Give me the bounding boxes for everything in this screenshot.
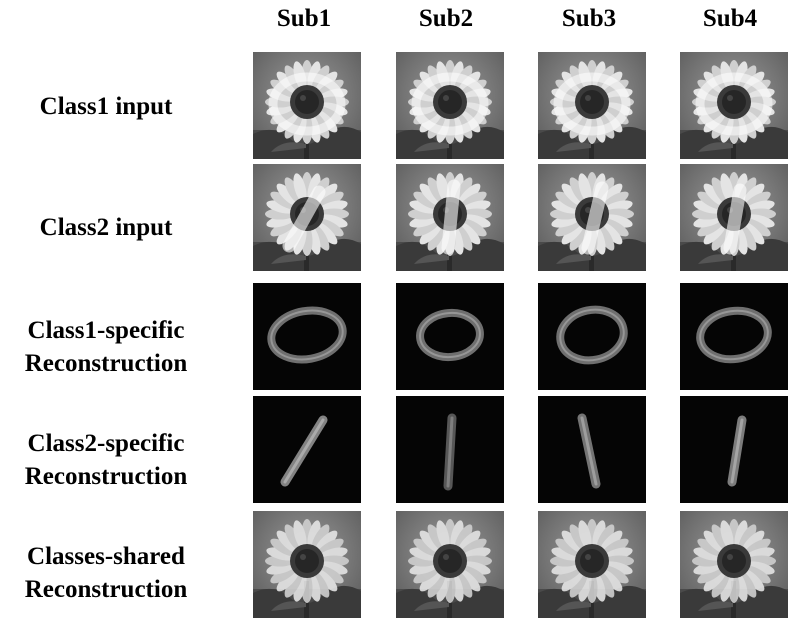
sunflower-with-digit-1-overlay-image bbox=[396, 164, 504, 271]
image-tile-row5-sub4 bbox=[680, 511, 788, 618]
image-tile-row2-sub3 bbox=[538, 164, 646, 271]
column-header-sub3: Sub3 bbox=[561, 5, 617, 32]
column-header-sub4: Sub4 bbox=[702, 5, 758, 32]
image-tile-row2-sub2 bbox=[396, 164, 504, 271]
sunflower-image bbox=[538, 511, 646, 618]
sunflower-with-digit-0-overlay-image bbox=[396, 52, 504, 159]
image-tile-row4-sub3 bbox=[538, 396, 646, 503]
image-tile-row5-sub2 bbox=[396, 511, 504, 618]
sunflower-image bbox=[253, 511, 361, 618]
row-label-classes-shared: Classes-shared Reconstruction bbox=[24, 543, 188, 603]
image-tile-row4-sub2 bbox=[396, 396, 504, 503]
digit-0-on-black-image bbox=[680, 283, 788, 390]
digit-1-on-black-image bbox=[253, 396, 361, 503]
image-tile-row1-sub3 bbox=[538, 52, 646, 159]
column-header-sub1: Sub1 bbox=[276, 5, 332, 32]
image-tile-row5-sub3 bbox=[538, 511, 646, 618]
image-tile-row3-sub2 bbox=[396, 283, 504, 390]
row-label-class2-specific: Class2-specific Reconstruction bbox=[24, 430, 188, 490]
digit-1-on-black-image bbox=[538, 396, 646, 503]
sunflower-with-digit-1-overlay-image bbox=[680, 164, 788, 271]
column-header-sub2: Sub2 bbox=[418, 5, 474, 32]
image-tile-row3-sub1 bbox=[253, 283, 361, 390]
digit-0-on-black-image bbox=[253, 283, 361, 390]
image-tile-row4-sub1 bbox=[253, 396, 361, 503]
row-label-class2-input: Class2 input bbox=[39, 214, 173, 241]
sunflower-image bbox=[680, 511, 788, 618]
sunflower-with-digit-0-overlay-image bbox=[680, 52, 788, 159]
image-tile-row1-sub1 bbox=[253, 52, 361, 159]
image-tile-row4-sub4 bbox=[680, 396, 788, 503]
image-tile-row2-sub4 bbox=[680, 164, 788, 271]
image-tile-row3-sub4 bbox=[680, 283, 788, 390]
row-label-class1-specific: Class1-specific Reconstruction bbox=[24, 317, 188, 377]
image-tile-row3-sub3 bbox=[538, 283, 646, 390]
sunflower-with-digit-0-overlay-image bbox=[253, 52, 361, 159]
image-tile-row1-sub4 bbox=[680, 52, 788, 159]
image-tile-row1-sub2 bbox=[396, 52, 504, 159]
sunflower-with-digit-0-overlay-image bbox=[538, 52, 646, 159]
row-label-class1-input: Class1 input bbox=[39, 93, 173, 120]
digit-1-on-black-image bbox=[396, 396, 504, 503]
digit-0-on-black-image bbox=[538, 283, 646, 390]
image-tile-row5-sub1 bbox=[253, 511, 361, 618]
digit-0-on-black-image bbox=[396, 283, 504, 390]
image-tile-row2-sub1 bbox=[253, 164, 361, 271]
sunflower-with-digit-1-overlay-image bbox=[253, 164, 361, 271]
digit-1-on-black-image bbox=[680, 396, 788, 503]
sunflower-with-digit-1-overlay-image bbox=[538, 164, 646, 271]
sunflower-image bbox=[396, 511, 504, 618]
